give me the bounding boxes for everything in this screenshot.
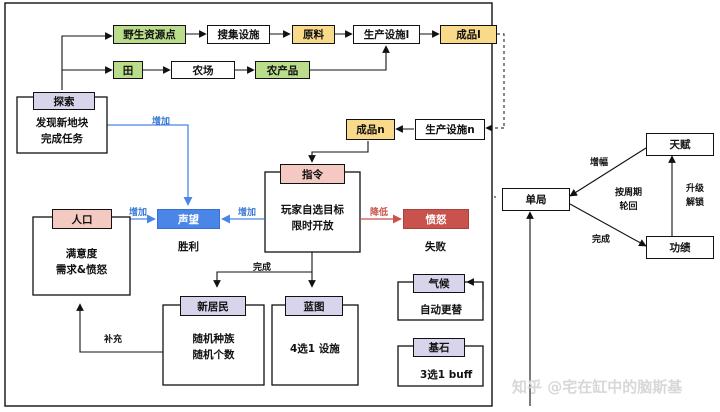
edge-newres-population	[76, 303, 163, 353]
edge-explore-wild	[61, 32, 113, 90]
victory-label: 胜利	[178, 241, 199, 253]
explore-desc: 发现新地块 完成任务	[17, 115, 107, 147]
node-climate: 气候	[413, 274, 465, 293]
population-desc: 满意度 需求&愤怒	[33, 246, 130, 278]
command-frame	[264, 171, 361, 253]
edge-singlerun-achievement	[569, 203, 647, 247]
edge-product1-prodn	[497, 33, 505, 128]
label-supplement: 补充	[104, 335, 123, 345]
node-blueprint: 蓝图	[285, 296, 343, 316]
node-production-n: 生产设施n	[415, 119, 485, 140]
node-gather-facility: 搜集设施	[207, 25, 270, 44]
label-per-cycle-line2: 轮回	[619, 202, 638, 212]
label-increase-command: 增加	[238, 208, 257, 218]
node-product-n: 成品n	[346, 119, 395, 140]
defeat-label: 失败	[425, 241, 446, 253]
node-production-1: 生产设施l	[353, 25, 420, 44]
population-desc-line2: 需求&愤怒	[55, 264, 108, 276]
node-raw-material: 原料	[292, 25, 335, 44]
label-unlock: 解锁	[686, 198, 705, 208]
node-explore: 探索	[33, 92, 95, 110]
node-wild-resource: 野生资源点	[113, 25, 186, 44]
node-achievement: 功绩	[646, 236, 714, 259]
edge-command-newres	[213, 252, 313, 288]
node-bedrock: 基石	[413, 338, 465, 357]
node-farm-product: 农产品	[255, 61, 310, 79]
node-single-run: 单局	[502, 188, 570, 211]
node-anger: 愤怒	[403, 209, 469, 229]
climate-desc: 自动更替	[420, 304, 462, 316]
label-decrease: 降低	[370, 208, 389, 218]
blueprint-desc: 4选1 设施	[290, 343, 340, 355]
edge-productn-command	[308, 141, 369, 163]
main-frame	[4, 2, 493, 407]
population-desc-line1: 满意度	[65, 248, 98, 260]
command-desc: 玩家自选目标 限时开放	[265, 202, 360, 234]
edge-explore-reputation	[102, 124, 193, 206]
explore-desc-line1: 发现新地块	[35, 117, 89, 129]
label-per-cycle: 按周期 轮回	[615, 186, 642, 214]
node-talent: 天赋	[646, 133, 714, 156]
label-complete-command: 完成	[253, 263, 272, 273]
node-population: 人口	[52, 209, 112, 229]
climate-cycle-arrow	[466, 278, 484, 300]
blueprint-frame	[271, 304, 359, 386]
node-command: 指令	[280, 164, 345, 184]
explore-desc-line2: 完成任务	[41, 133, 83, 145]
label-amplify: 增幅	[590, 158, 609, 168]
node-reputation: 声望	[157, 209, 220, 229]
label-upgrade: 升级	[686, 184, 705, 194]
command-desc-line1: 玩家自选目标	[281, 204, 344, 216]
new-residents-desc-line2: 随机个数	[192, 349, 235, 361]
new-residents-desc-line1: 随机种族	[192, 333, 235, 345]
label-increase-population: 增加	[129, 208, 148, 218]
label-increase-explore: 增加	[152, 117, 171, 127]
label-complete-run: 完成	[592, 235, 611, 245]
edge-talent-singlerun	[569, 147, 647, 197]
command-desc-line2: 限时开放	[291, 220, 334, 232]
edge-farmproduct-prod1	[310, 45, 390, 71]
node-field: 田	[113, 61, 143, 79]
label-per-cycle-line1: 按周期	[615, 188, 643, 198]
label-upgrade-unlock: 升级 解锁	[686, 182, 704, 210]
node-farm: 农场	[171, 61, 235, 79]
watermark: 知乎 @宅在缸中的脑斯基	[512, 378, 683, 396]
node-new-residents: 新居民	[180, 296, 246, 316]
node-product-1: 成品l	[440, 25, 497, 44]
new-residents-desc: 随机种族 随机个数	[163, 331, 264, 363]
bedrock-desc: 3选1 buff	[420, 369, 473, 381]
